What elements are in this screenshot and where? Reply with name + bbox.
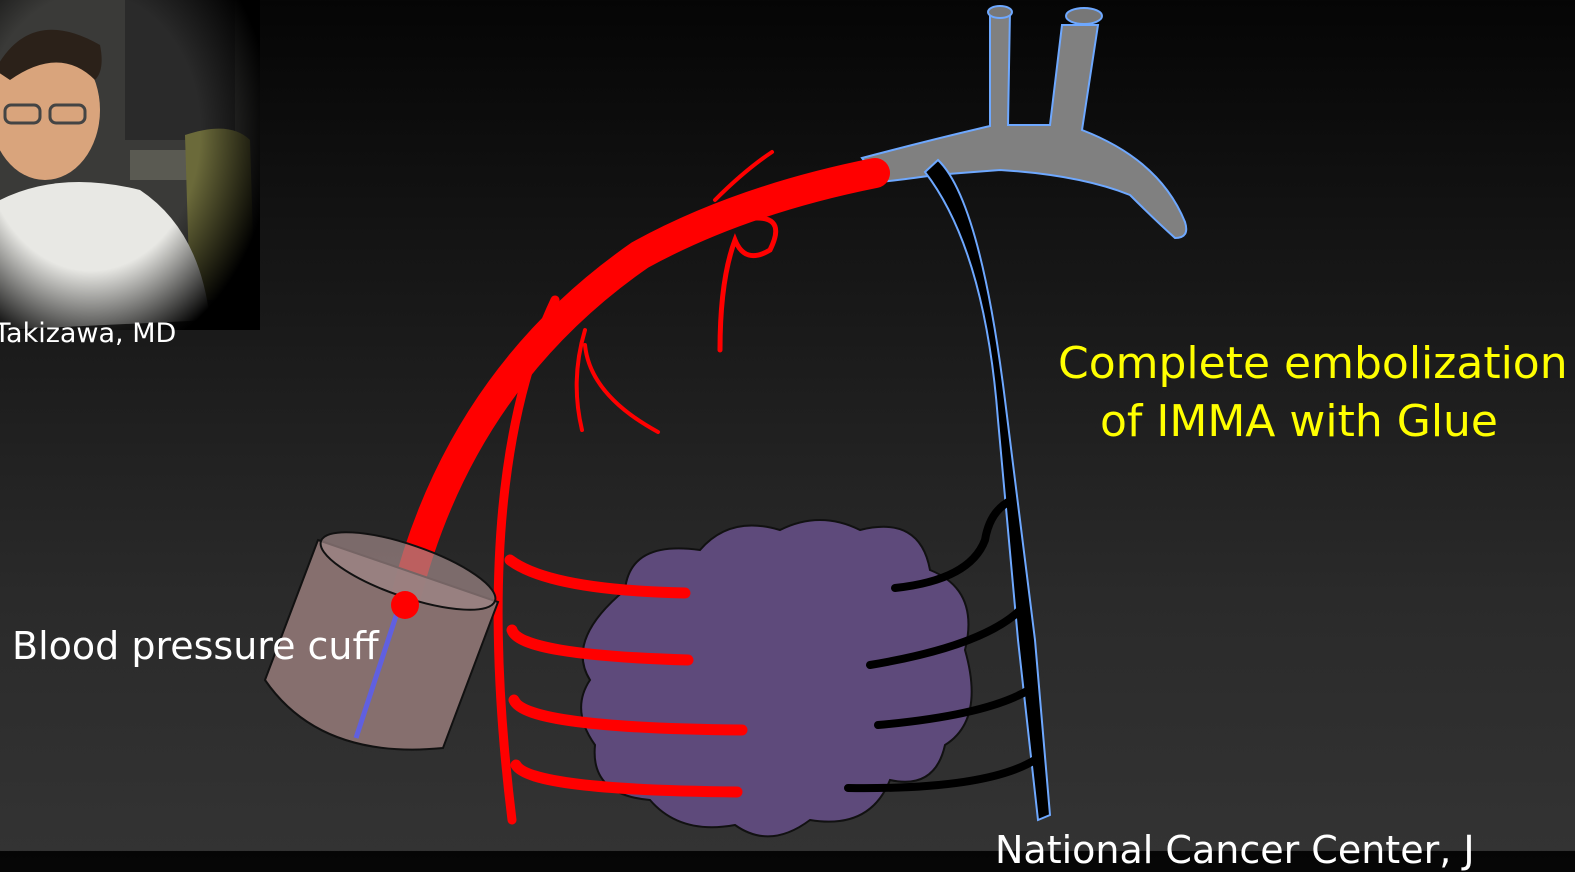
presenter-name: Takizawa, MD [0,318,176,349]
slide: Takizawa, MD Blood pressure cuff Complet… [0,0,1575,851]
cuff-label: Blood pressure cuff [12,624,379,668]
artery-side-branch-3 [585,345,658,432]
artery-loop [720,218,776,350]
institution-footer: National Cancer Center, J [995,828,1475,872]
embolization-note-line-2: of IMMA with Glue [1100,396,1498,447]
aorta [862,6,1186,238]
embolization-note-line-1: Complete embolization [1058,338,1568,389]
